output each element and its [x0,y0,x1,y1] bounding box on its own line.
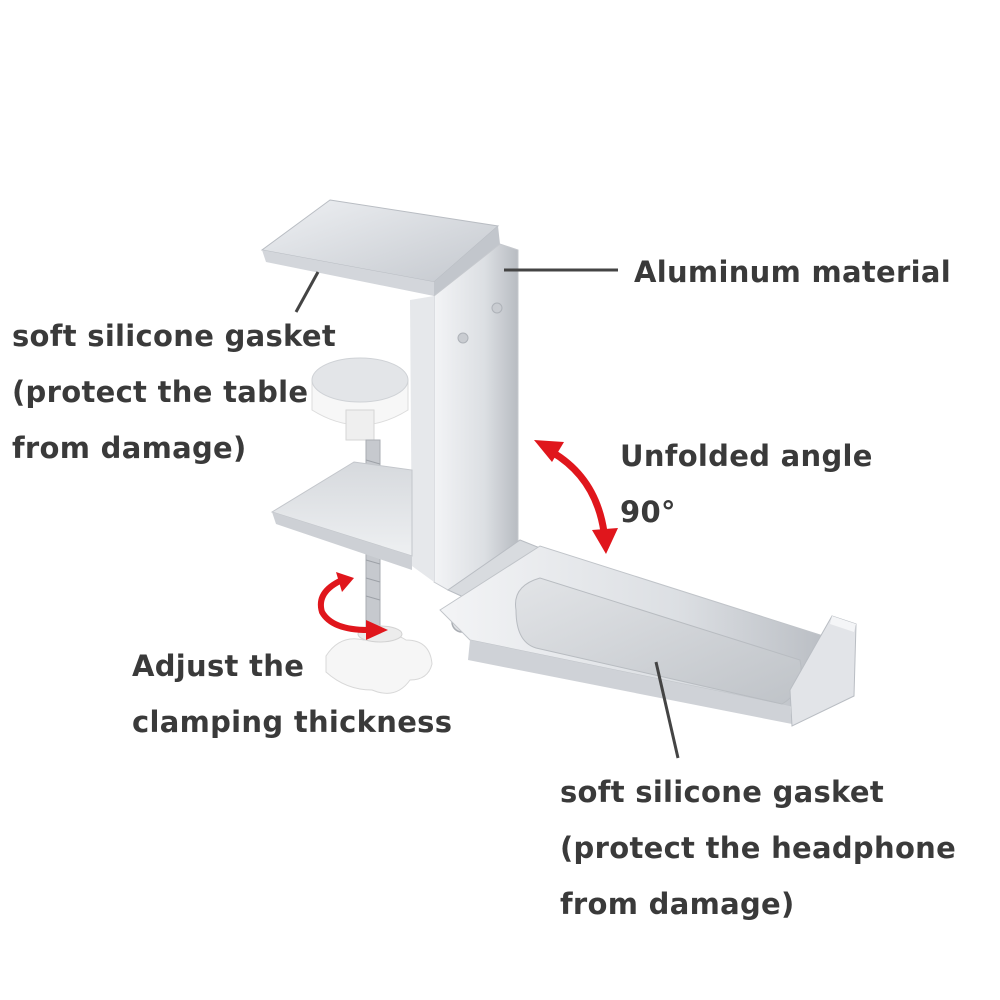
label-headphone-gasket: soft silicone gasket (protect the headph… [560,764,956,932]
label-line: from damage) [560,887,795,921]
label-line: Adjust the [132,649,305,683]
vertical-back-plate [410,243,519,591]
label-line: soft silicone gasket [12,319,336,353]
circular-arrow-icon [318,572,388,640]
label-table-gasket: soft silicone gasket (protect the table … [12,308,336,476]
label-line: Aluminum material [634,255,951,289]
label-line: clamping thickness [132,705,453,739]
label-adjust-clamping: Adjust the clamping thickness [132,638,452,750]
leader-lines [294,268,680,759]
leader-line-table-gasket [294,271,320,313]
label-line: from damage) [12,431,247,465]
label-line: (protect the headphone [560,831,957,865]
curved-double-arrow-icon [534,440,618,554]
hanger-arm [439,545,857,727]
leader-line-headphone-gasket [654,661,680,759]
label-unfolded-angle: Unfolded angle 90° [620,428,873,540]
rivet-icon [491,302,503,314]
label-line: 90° [620,495,676,529]
lower-clamp-plate [270,461,413,570]
label-line: (protect the table [12,375,309,409]
top-clamp-plate [260,199,500,296]
label-aluminum-material: Aluminum material [634,244,951,300]
label-line: Unfolded angle [620,439,873,473]
rivet-icon [457,332,469,344]
label-line: soft silicone gasket [560,775,884,809]
upper-gasket-disk [311,357,409,441]
